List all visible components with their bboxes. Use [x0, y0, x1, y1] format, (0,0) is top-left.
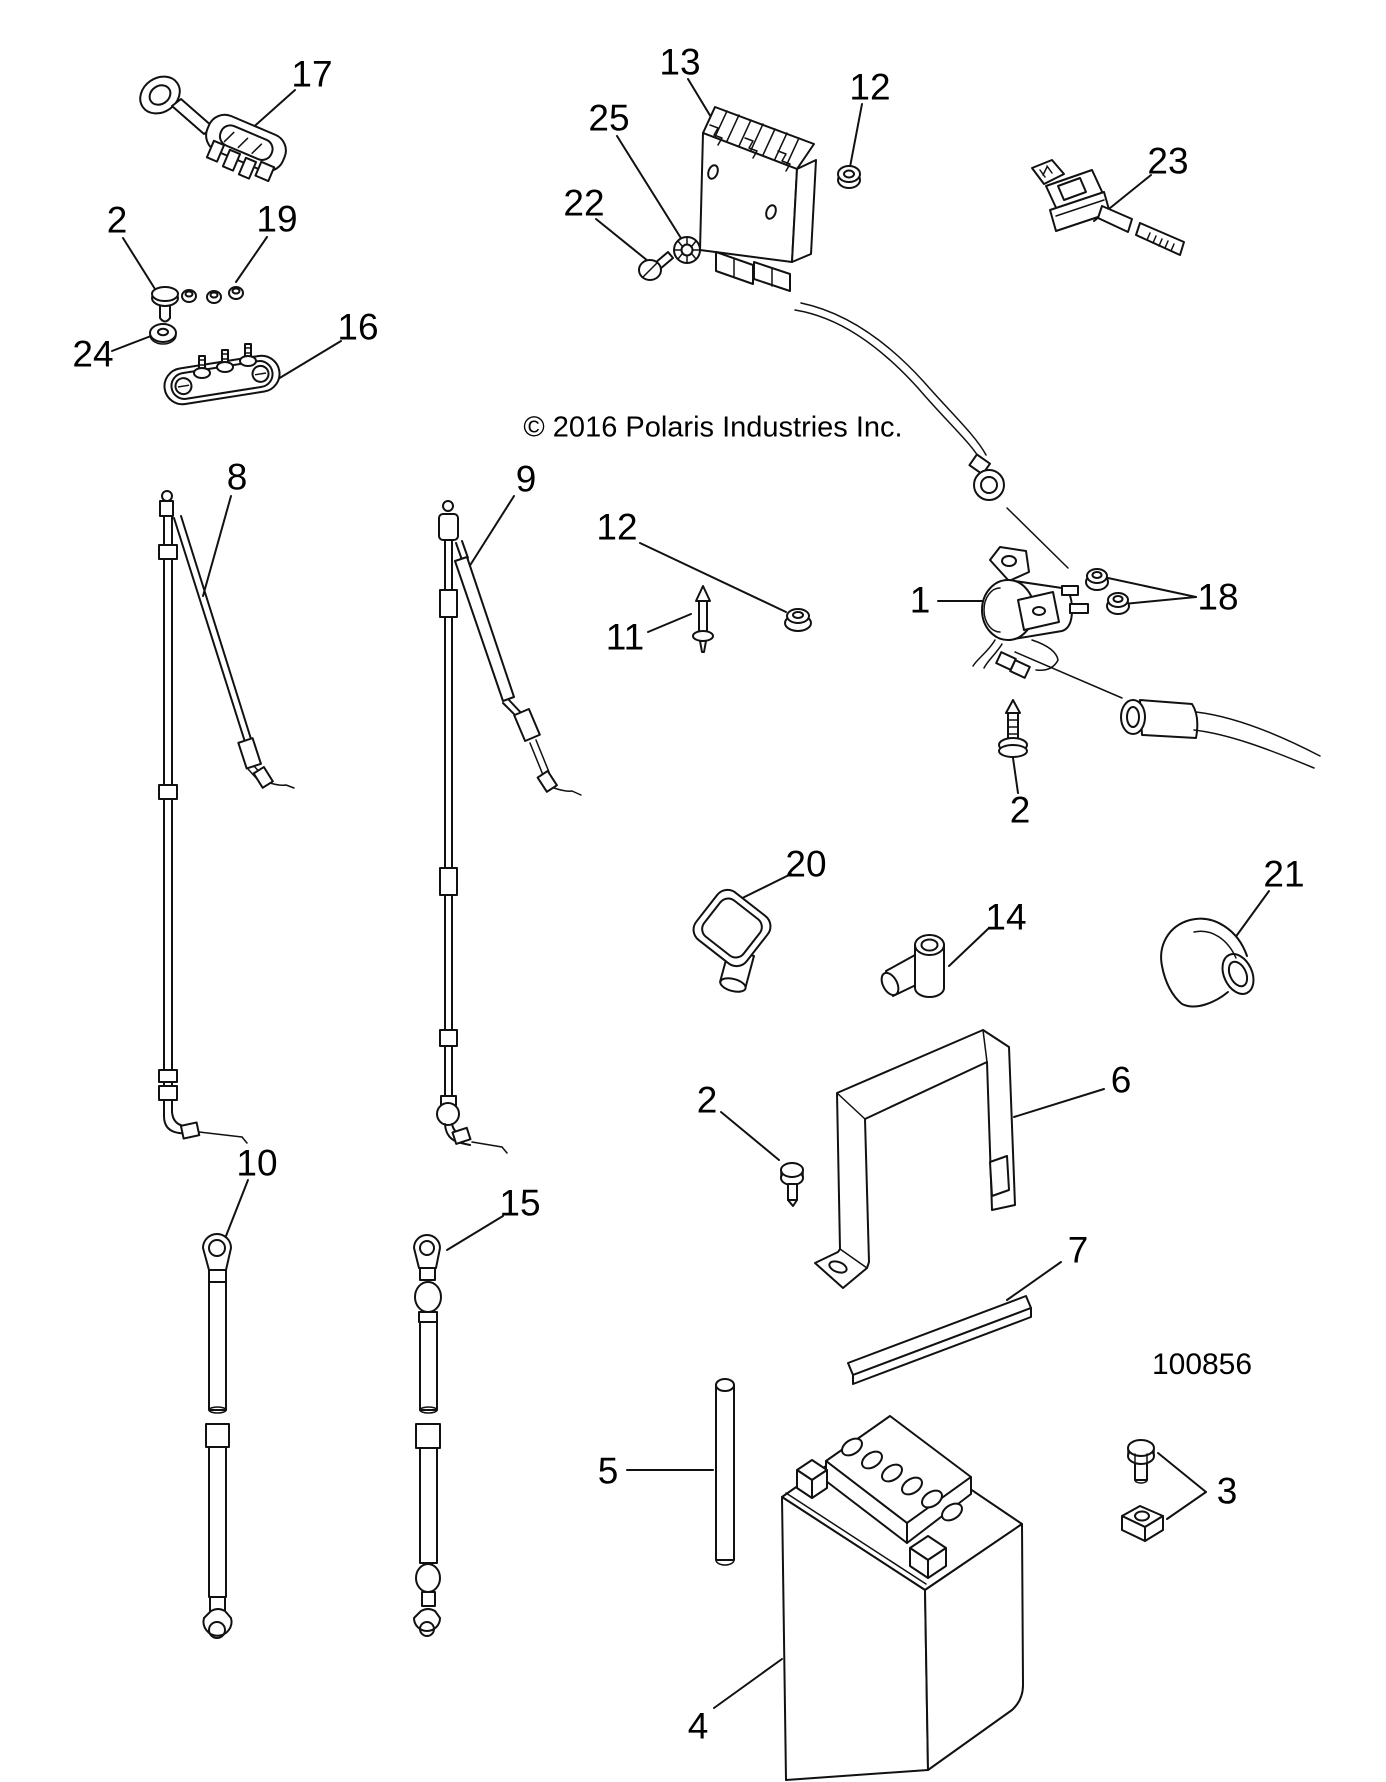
callout-3: 3 [1216, 1470, 1238, 1512]
part-solenoid [794, 302, 1123, 699]
part-vent-tube [715, 1378, 735, 1566]
callout-21: 21 [1263, 853, 1305, 895]
part-washer [149, 323, 177, 345]
callout-6: 6 [1110, 1059, 1132, 1101]
callout-2: 2 [696, 1079, 718, 1121]
callout-12: 12 [849, 66, 891, 108]
callout-13: 13 [659, 41, 701, 83]
part-boot-cable [1120, 699, 1321, 769]
part-battery-cable-10 [202, 1233, 233, 1639]
part-battery [781, 1415, 1024, 1781]
part-voltage-regulator [699, 106, 817, 292]
part-access-plug [139, 75, 287, 183]
part-push-rivet [692, 585, 714, 653]
callout-19: 19 [256, 198, 298, 240]
part-flange-nut-mid [784, 608, 812, 632]
part-cable-8 [158, 490, 295, 1144]
part-cable-9 [436, 500, 582, 1154]
drawing-number: 100856 [1151, 1348, 1253, 1381]
part-star-washer [673, 236, 701, 264]
leader-lines [111, 78, 1270, 1709]
callout-23: 23 [1147, 140, 1189, 182]
callout-2: 2 [106, 199, 128, 241]
part-cable-tie [1031, 159, 1185, 256]
callout-1: 1 [909, 579, 931, 621]
part-screw-small [638, 251, 674, 281]
callout-4: 4 [687, 1705, 709, 1747]
callout-25: 25 [588, 97, 630, 139]
callout-22: 22 [563, 182, 605, 224]
part-holddown-bracket [814, 1029, 1016, 1289]
callout-18: 18 [1197, 576, 1239, 618]
copyright-text: © 2016 Polaris Industries Inc. [523, 411, 903, 444]
part-screw-bracket [780, 1162, 804, 1207]
callout-10: 10 [236, 1142, 278, 1184]
callout-15: 15 [499, 1182, 541, 1224]
part-boot-cylinder [880, 934, 945, 998]
callout-11: 11 [605, 616, 645, 658]
part-boot-elbow [1160, 917, 1255, 1008]
part-screw-topleft [151, 286, 179, 323]
part-flange-nut-top [837, 165, 861, 189]
callout-16: 16 [337, 306, 379, 348]
callout-14: 14 [985, 896, 1027, 938]
callout-8: 8 [226, 456, 248, 498]
callout-17: 17 [291, 53, 333, 95]
callout-24: 24 [72, 333, 114, 375]
part-boot-square [692, 888, 772, 993]
callout-9: 9 [515, 458, 537, 500]
terminal-studs [193, 343, 257, 379]
callout-5: 5 [597, 1450, 619, 1492]
callout-12: 12 [596, 506, 638, 548]
part-battery-cable-15 [413, 1234, 442, 1637]
part-bolt-nut [1121, 1439, 1164, 1542]
part-nuts-three [181, 286, 244, 304]
callout-2: 2 [1009, 789, 1031, 831]
part-screw-solenoid [998, 699, 1028, 758]
callout-7: 7 [1067, 1229, 1089, 1271]
part-nuts-pair [1085, 568, 1130, 615]
callout-20: 20 [785, 843, 827, 885]
part-foam-strip [847, 1295, 1032, 1385]
part-terminal-block [163, 343, 281, 406]
